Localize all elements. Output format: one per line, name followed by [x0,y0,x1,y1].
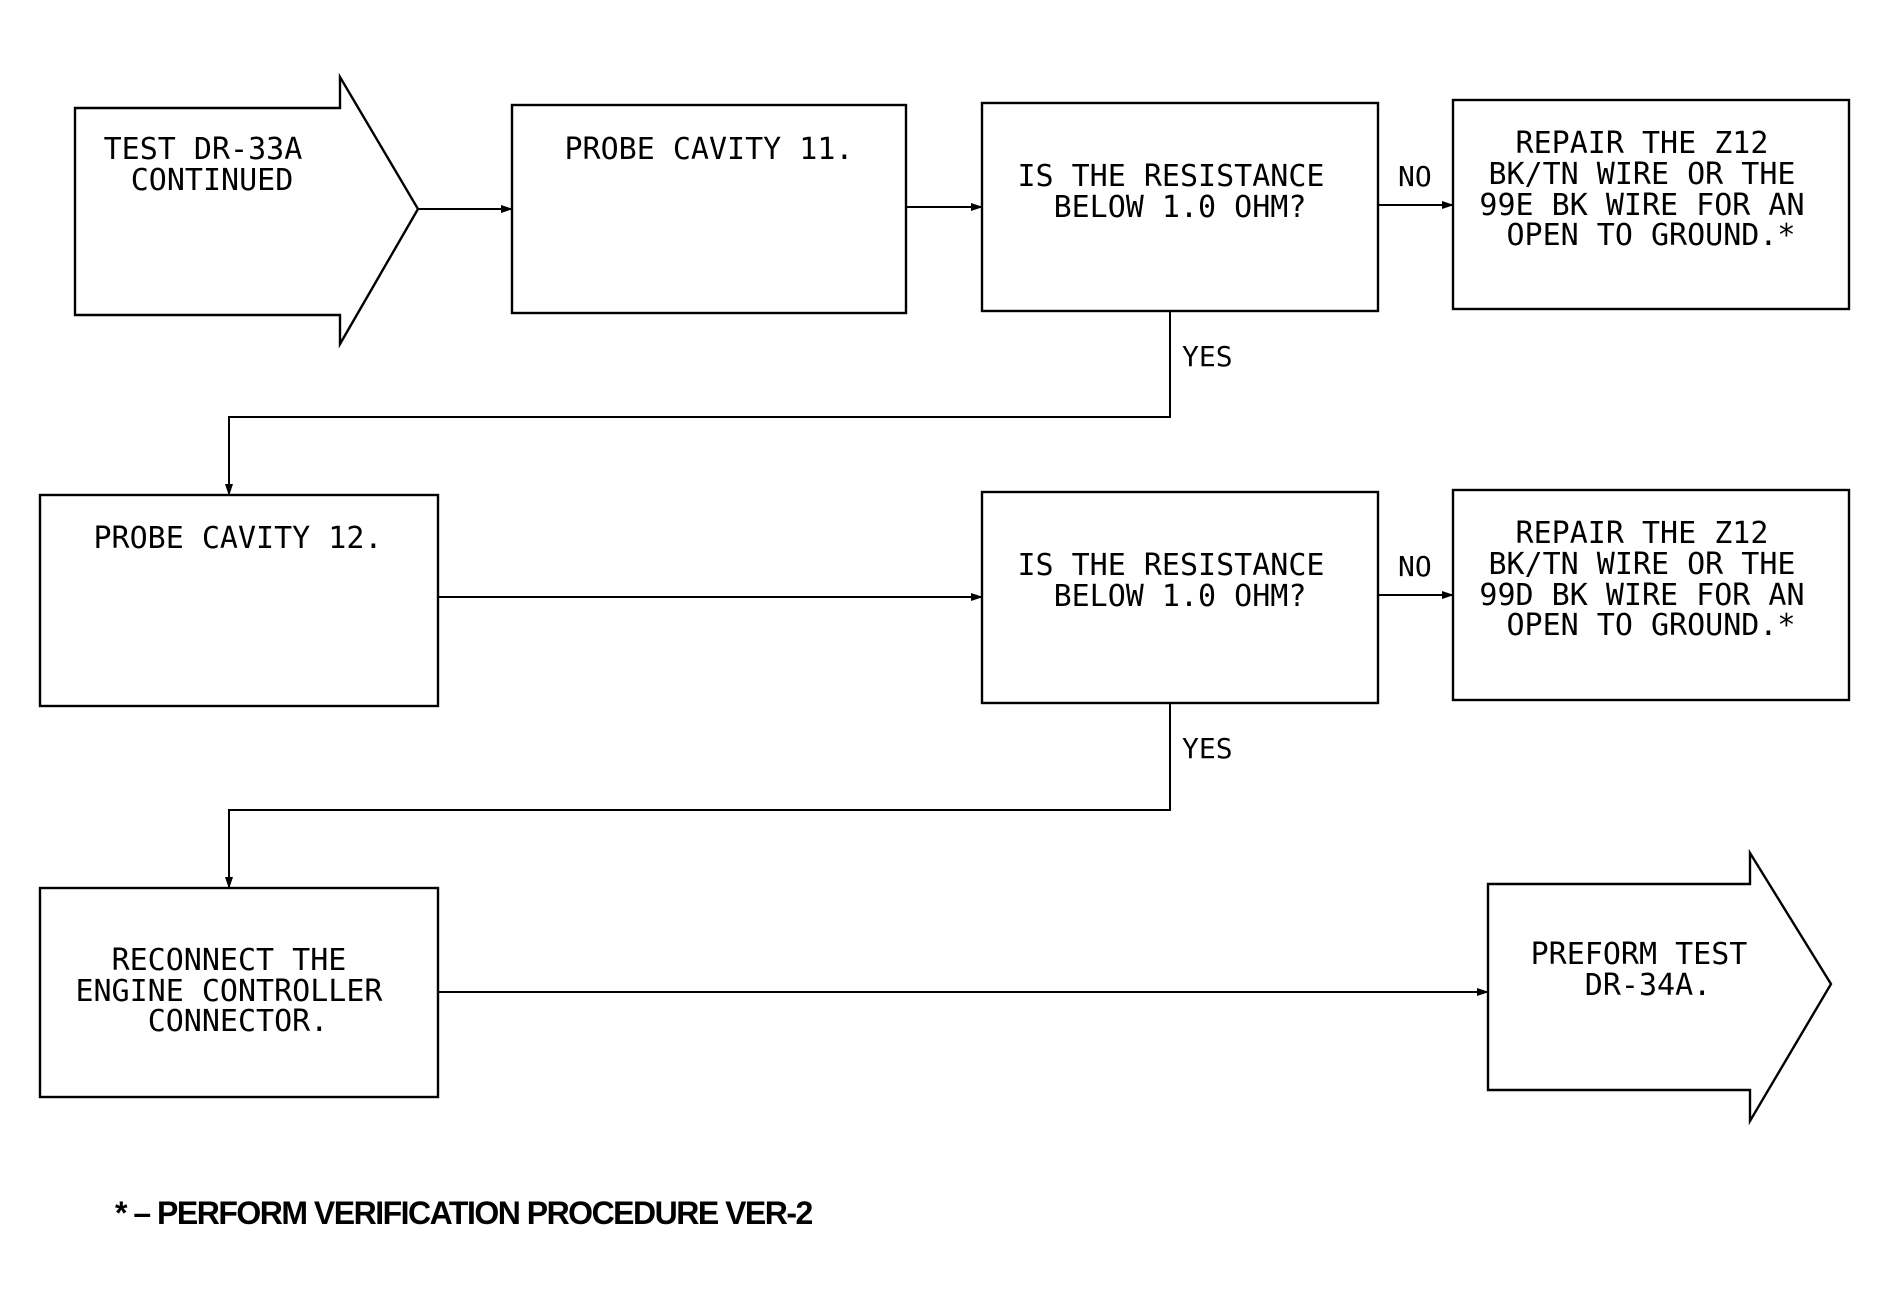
label-yes-2: YES [1182,732,1233,765]
connector-question2-yes [225,703,1171,889]
label-no-1: NO [1398,160,1432,193]
repair-99d-box: REPAIR THE Z12 BK/TN WIRE OR THE 99D BK … [1451,488,1851,702]
probe-cavity-12-box: PROBE CAVITY 12. [38,493,440,708]
repair-99d-text: REPAIR THE Z12 BK/TN WIRE OR THE 99D BK … [1479,516,1822,643]
resistance-question-2-text: IS THE RESISTANCE BELOW 1.0 OHM? [1017,548,1342,614]
repair-99e-text: REPAIR THE Z12 BK/TN WIRE OR THE 99E BK … [1479,126,1822,253]
label-no-2: NO [1398,550,1432,583]
probe-cavity-11-text: PROBE CAVITY 11. [565,132,854,167]
label-yes-1: YES [1182,340,1233,373]
end-arrow: PREFORM TEST DR-34A. [1486,848,1833,1126]
resistance-question-1-box: IS THE RESISTANCE BELOW 1.0 OHM? [980,101,1380,313]
probe-cavity-11-box: PROBE CAVITY 11. [510,103,908,315]
repair-99e-box: REPAIR THE Z12 BK/TN WIRE OR THE 99E BK … [1451,98,1851,311]
start-arrow: TEST DR-33A CONTINUED [73,72,420,349]
connector-question1-yes [225,311,1171,496]
start-text: TEST DR-33A CONTINUED [104,132,321,198]
footnote: * – PERFORM VERIFICATION PROCEDURE VER-2 [115,1195,813,1231]
resistance-question-2-box: IS THE RESISTANCE BELOW 1.0 OHM? [980,490,1380,705]
reconnect-controller-text: RECONNECT THE ENGINE CONTROLLER CONNECTO… [75,943,400,1039]
end-text: PREFORM TEST DR-34A. [1531,937,1766,1003]
reconnect-controller-box: RECONNECT THE ENGINE CONTROLLER CONNECTO… [38,886,440,1099]
probe-cavity-12-text: PROBE CAVITY 12. [94,521,383,556]
resistance-question-1-text: IS THE RESISTANCE BELOW 1.0 OHM? [1017,159,1342,225]
